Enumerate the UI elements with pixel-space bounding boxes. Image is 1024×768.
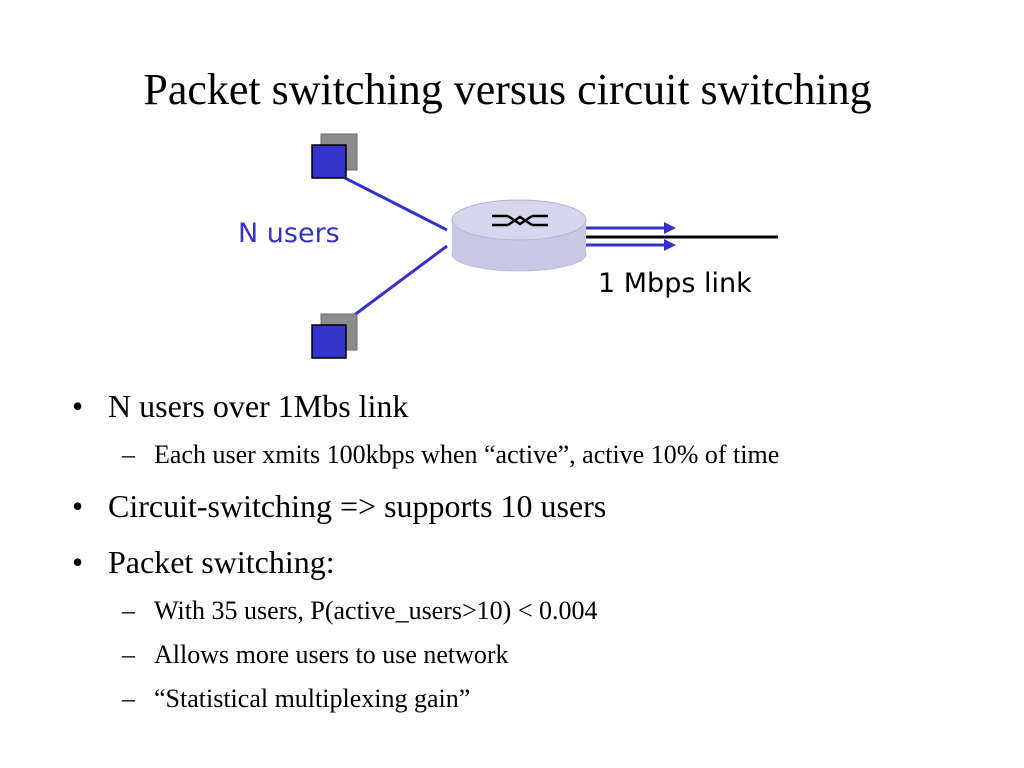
bullet-marker: • (72, 544, 84, 580)
arrow-head-icon (664, 239, 676, 251)
link-label: 1 Mbps link (598, 268, 752, 299)
dash-marker: – (122, 640, 135, 669)
sub-bullet-item: – “Statistical multiplexing gain” (72, 679, 1012, 719)
bullet-text: N users over 1Mbs link (108, 388, 409, 424)
user-link-top (344, 176, 448, 232)
sub-bullet-text: “Statistical multiplexing gain” (154, 684, 471, 713)
bullet-item: • N users over 1Mbs link (72, 383, 1012, 429)
user-host-top (311, 133, 358, 179)
bullet-marker: • (72, 488, 84, 524)
user-host-icon (311, 324, 347, 359)
bullet-text: Circuit-switching => supports 10 users (108, 488, 607, 524)
users-label: N users (238, 218, 340, 249)
sub-bullet-text: Each user xmits 100kbps when “active”, a… (154, 440, 780, 469)
bullet-list: • N users over 1Mbs link – Each user xmi… (72, 383, 1012, 727)
sub-bullet-item: – Each user xmits 100kbps when “active”,… (72, 435, 1012, 475)
user-host-bottom (311, 313, 358, 359)
dash-marker: – (122, 440, 135, 469)
slide-title: Packet switching versus circuit switchin… (143, 65, 872, 114)
router-top (451, 199, 587, 241)
bullet-text: Packet switching: (108, 544, 335, 580)
sub-bullet-text: Allows more users to use network (154, 640, 509, 669)
output-link (586, 222, 778, 251)
dash-marker: – (122, 684, 135, 713)
network-diagram: N users 1 Mbps link (0, 0, 1024, 380)
sub-bullet-text: With 35 users, P(active_users>10) < 0.00… (154, 596, 598, 625)
bullet-item: • Circuit-switching => supports 10 users (72, 483, 1012, 529)
user-host-icon (311, 144, 347, 179)
bullet-marker: • (72, 388, 84, 424)
bullet-item: • Packet switching: (72, 539, 1012, 585)
diagram-drawing (311, 133, 778, 359)
router-arrows-icon (492, 214, 548, 227)
user-link-bottom (344, 244, 448, 324)
dash-marker: – (122, 596, 135, 625)
sub-bullet-item: – Allows more users to use network (72, 635, 1012, 675)
arrow-head-icon (664, 222, 676, 234)
sub-bullet-item: – With 35 users, P(active_users>10) < 0.… (72, 591, 1012, 631)
router-icon (451, 199, 587, 272)
